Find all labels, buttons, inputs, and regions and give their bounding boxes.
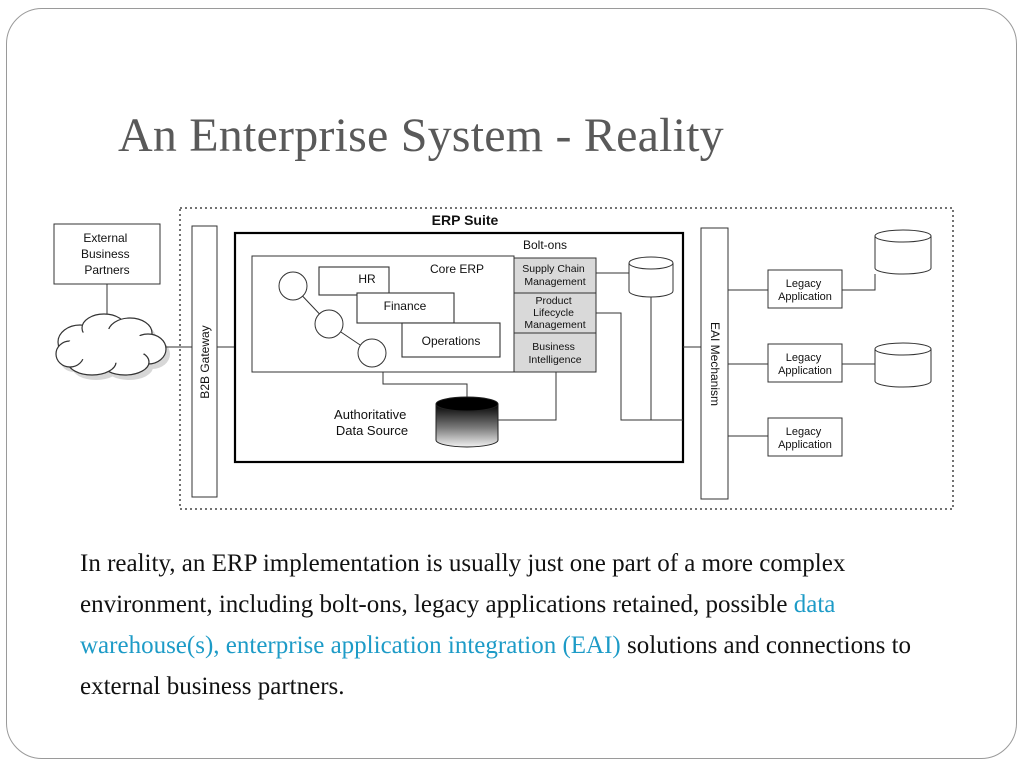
eai-mechanism bbox=[700, 227, 729, 500]
legacy-app-1 bbox=[767, 269, 843, 309]
legacy-app-1-line-2: Application bbox=[778, 291, 832, 303]
legacy-app-2-label: Legacy Application bbox=[778, 352, 832, 377]
cloud-icon bbox=[55, 313, 170, 380]
legacy-app-3-line-1: Legacy bbox=[786, 426, 822, 438]
process-circle-3 bbox=[357, 338, 387, 368]
finance-module-label: Finance bbox=[384, 299, 427, 313]
supply-chain-label: Supply Chain Management bbox=[522, 263, 587, 288]
legacy-app-2-line-1: Legacy bbox=[786, 352, 822, 364]
external-partners-line-3: Partners bbox=[84, 263, 129, 277]
external-partners-line-1: External bbox=[83, 231, 127, 245]
body-text-highlight: data warehouse(s), enterprise applicatio… bbox=[80, 591, 836, 659]
legacy-connections bbox=[728, 274, 876, 437]
external-partners-label: External Business Partners bbox=[81, 231, 133, 277]
bi-label: Business Intelligence bbox=[528, 341, 581, 366]
legacy-app-2-line-2: Application bbox=[778, 365, 832, 377]
operations-module bbox=[401, 322, 501, 358]
bolton-database-icon bbox=[628, 256, 674, 298]
finance-module bbox=[356, 292, 455, 324]
legacy-app-1-line-1: Legacy bbox=[786, 278, 822, 290]
plm-line-3: Management bbox=[524, 319, 585, 331]
body-text: In reality, an ERP implementation is usu… bbox=[80, 543, 980, 707]
bi-bolton bbox=[513, 332, 597, 373]
auth-data-source-line-1: Authoritative bbox=[334, 407, 406, 422]
authoritative-database-icon bbox=[435, 396, 499, 448]
auth-data-source-label: Authoritative Data Source bbox=[334, 407, 410, 438]
supply-chain-line-2: Management bbox=[524, 276, 585, 288]
hr-module bbox=[318, 266, 390, 296]
legacy-app-1-label: Legacy Application bbox=[778, 278, 832, 303]
core-erp-label: Core ERP bbox=[430, 262, 484, 276]
plm-line-2: Lifecycle bbox=[533, 307, 574, 319]
suite-connections bbox=[382, 297, 701, 421]
auth-data-source-line-2: Data Source bbox=[336, 423, 408, 438]
body-text-part-2: solutions and connections to external bu… bbox=[80, 632, 912, 700]
boltons-label: Bolt-ons bbox=[523, 238, 567, 252]
legacy-database-2-icon bbox=[874, 342, 932, 388]
body-text-part-1: In reality, an ERP implementation is usu… bbox=[80, 550, 846, 618]
bi-line-1: Business bbox=[532, 341, 575, 353]
b2b-gateway-label: B2B Gateway bbox=[198, 325, 212, 398]
process-circle-2 bbox=[314, 309, 344, 339]
slide-frame bbox=[6, 8, 1017, 759]
supply-chain-line-1: Supply Chain bbox=[522, 263, 585, 275]
process-circle-1 bbox=[278, 271, 308, 301]
operations-module-label: Operations bbox=[422, 334, 481, 348]
external-partners-line-2: Business bbox=[81, 247, 130, 261]
eai-mechanism-label: EAI Mechanism bbox=[708, 322, 722, 406]
legacy-database-1-icon bbox=[874, 229, 932, 275]
slide-title: An Enterprise System - Reality bbox=[118, 109, 724, 162]
bi-line-2: Intelligence bbox=[528, 354, 581, 366]
hr-module-label: HR bbox=[358, 272, 376, 286]
legacy-app-3-line-2: Application bbox=[778, 439, 832, 451]
plm-label: Product Lifecycle Management bbox=[524, 295, 585, 331]
plm-line-1: Product bbox=[535, 295, 571, 307]
erp-suite-boundary bbox=[179, 207, 954, 510]
legacy-app-2 bbox=[767, 343, 843, 383]
external-partners-box bbox=[53, 223, 161, 285]
b2b-gateway bbox=[191, 225, 218, 498]
erp-suite-label: ERP Suite bbox=[432, 212, 499, 228]
legacy-app-3 bbox=[767, 417, 843, 457]
plm-bolton bbox=[513, 292, 597, 334]
legacy-app-3-label: Legacy Application bbox=[778, 426, 832, 451]
supply-chain-bolton bbox=[513, 257, 597, 294]
